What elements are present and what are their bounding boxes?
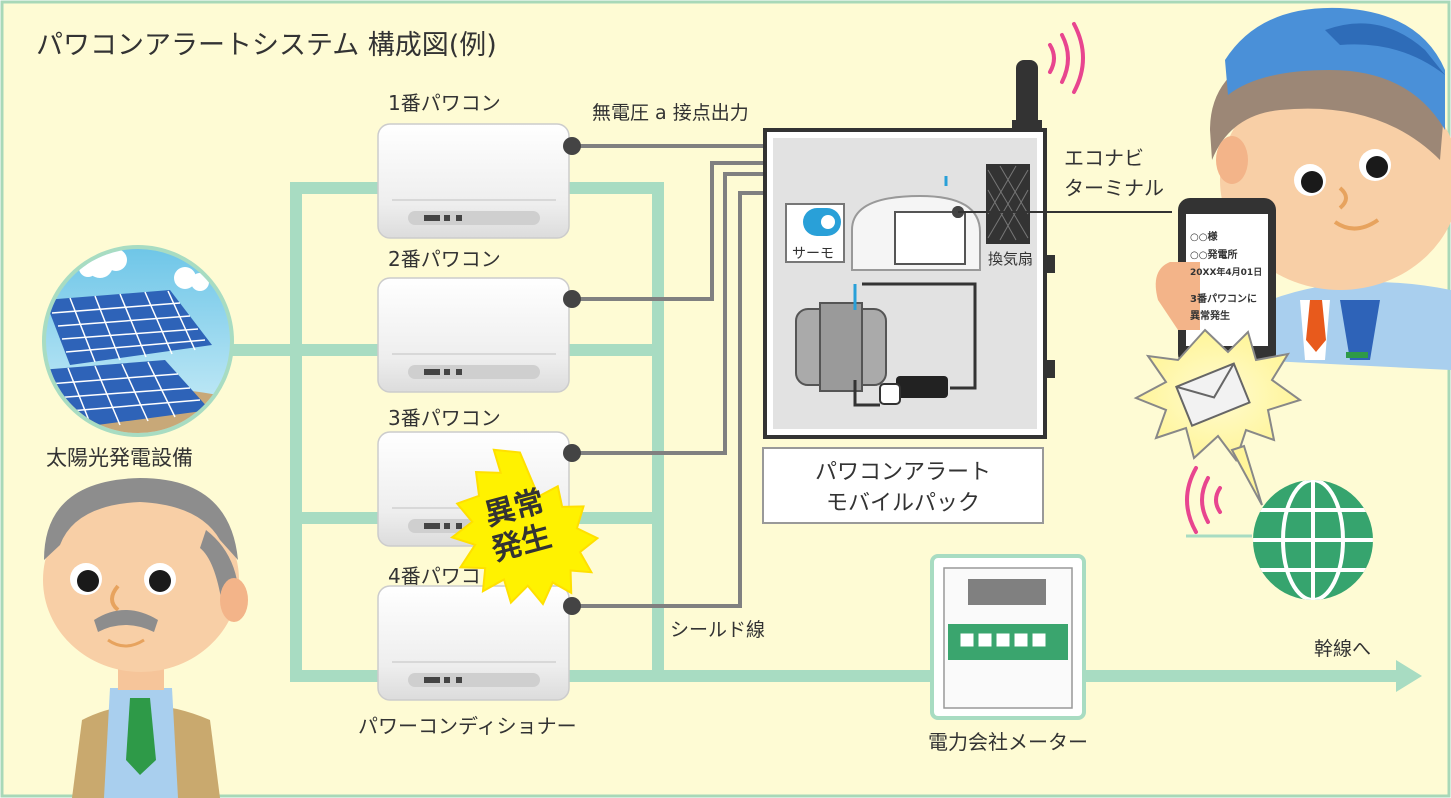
diagram-title: パワコンアラートシステム 構成図(例) xyxy=(36,30,497,61)
mobile-pack-caption-line2: モバイルパック xyxy=(826,491,980,516)
solar-panel-illustration xyxy=(42,245,234,437)
thermo-label: サーモ xyxy=(792,246,834,262)
owner-character-illustration xyxy=(43,478,248,798)
inverter-4-terminal-icon xyxy=(563,597,581,615)
smartphone-illustration: ○○様 ○○発電所 20XX年4月01日 3番パワコンに 異常発生 xyxy=(1155,198,1276,366)
phone-line-4: 3番パワコンに xyxy=(1190,292,1257,305)
mail-notification-burst xyxy=(1133,328,1303,506)
inverter-3-label: 3番パワコン xyxy=(388,406,501,430)
power-meter-illustration xyxy=(930,554,1086,720)
operator-character-illustration xyxy=(1210,7,1451,370)
inverter-4 xyxy=(377,585,581,701)
mobile-pack-box: サーモ 換気扇 xyxy=(763,60,1055,439)
wireless-signal-icon xyxy=(1185,466,1222,534)
trunk-arrow-icon xyxy=(1396,660,1422,692)
mobile-pack-caption-box xyxy=(762,447,1044,524)
inverter-2 xyxy=(377,277,581,393)
phone-line-1: ○○様 xyxy=(1190,230,1218,243)
terminal-label-line2: ターミナル xyxy=(1064,176,1164,200)
internet-globe-icon xyxy=(1186,480,1373,600)
phone-line-2: ○○発電所 xyxy=(1190,248,1237,261)
inverter-1-label: 1番パワコン xyxy=(388,91,501,115)
contact-output-label: 無電圧 a 接点出力 xyxy=(592,102,749,124)
inverter-1 xyxy=(377,123,581,239)
meter-label: 電力会社メーター xyxy=(928,730,1088,754)
phone-line-5: 異常発生 xyxy=(1190,309,1230,322)
terminal-label-line1: エコナビ xyxy=(1064,146,1144,170)
inverter-1-terminal-icon xyxy=(563,137,581,155)
fan-label: 換気扇 xyxy=(988,250,1033,268)
mobile-pack-caption-line1: パワコンアラート xyxy=(815,460,991,485)
inverter-group-label: パワーコンディショナー xyxy=(358,714,577,738)
inverter-2-label: 2番パワコン xyxy=(388,247,501,271)
inverter-3-terminal-icon xyxy=(563,444,581,462)
antenna-signal-icon xyxy=(1048,22,1085,94)
shield-wire-label: シールド線 xyxy=(670,619,765,641)
inverter-2-terminal-icon xyxy=(563,290,581,308)
phone-line-3: 20XX年4月01日 xyxy=(1190,266,1262,278)
trunk-label: 幹線へ xyxy=(1314,638,1371,660)
solar-label: 太陽光発電設備 xyxy=(46,446,193,470)
alarm-burst: 異常 発生 xyxy=(449,448,600,606)
